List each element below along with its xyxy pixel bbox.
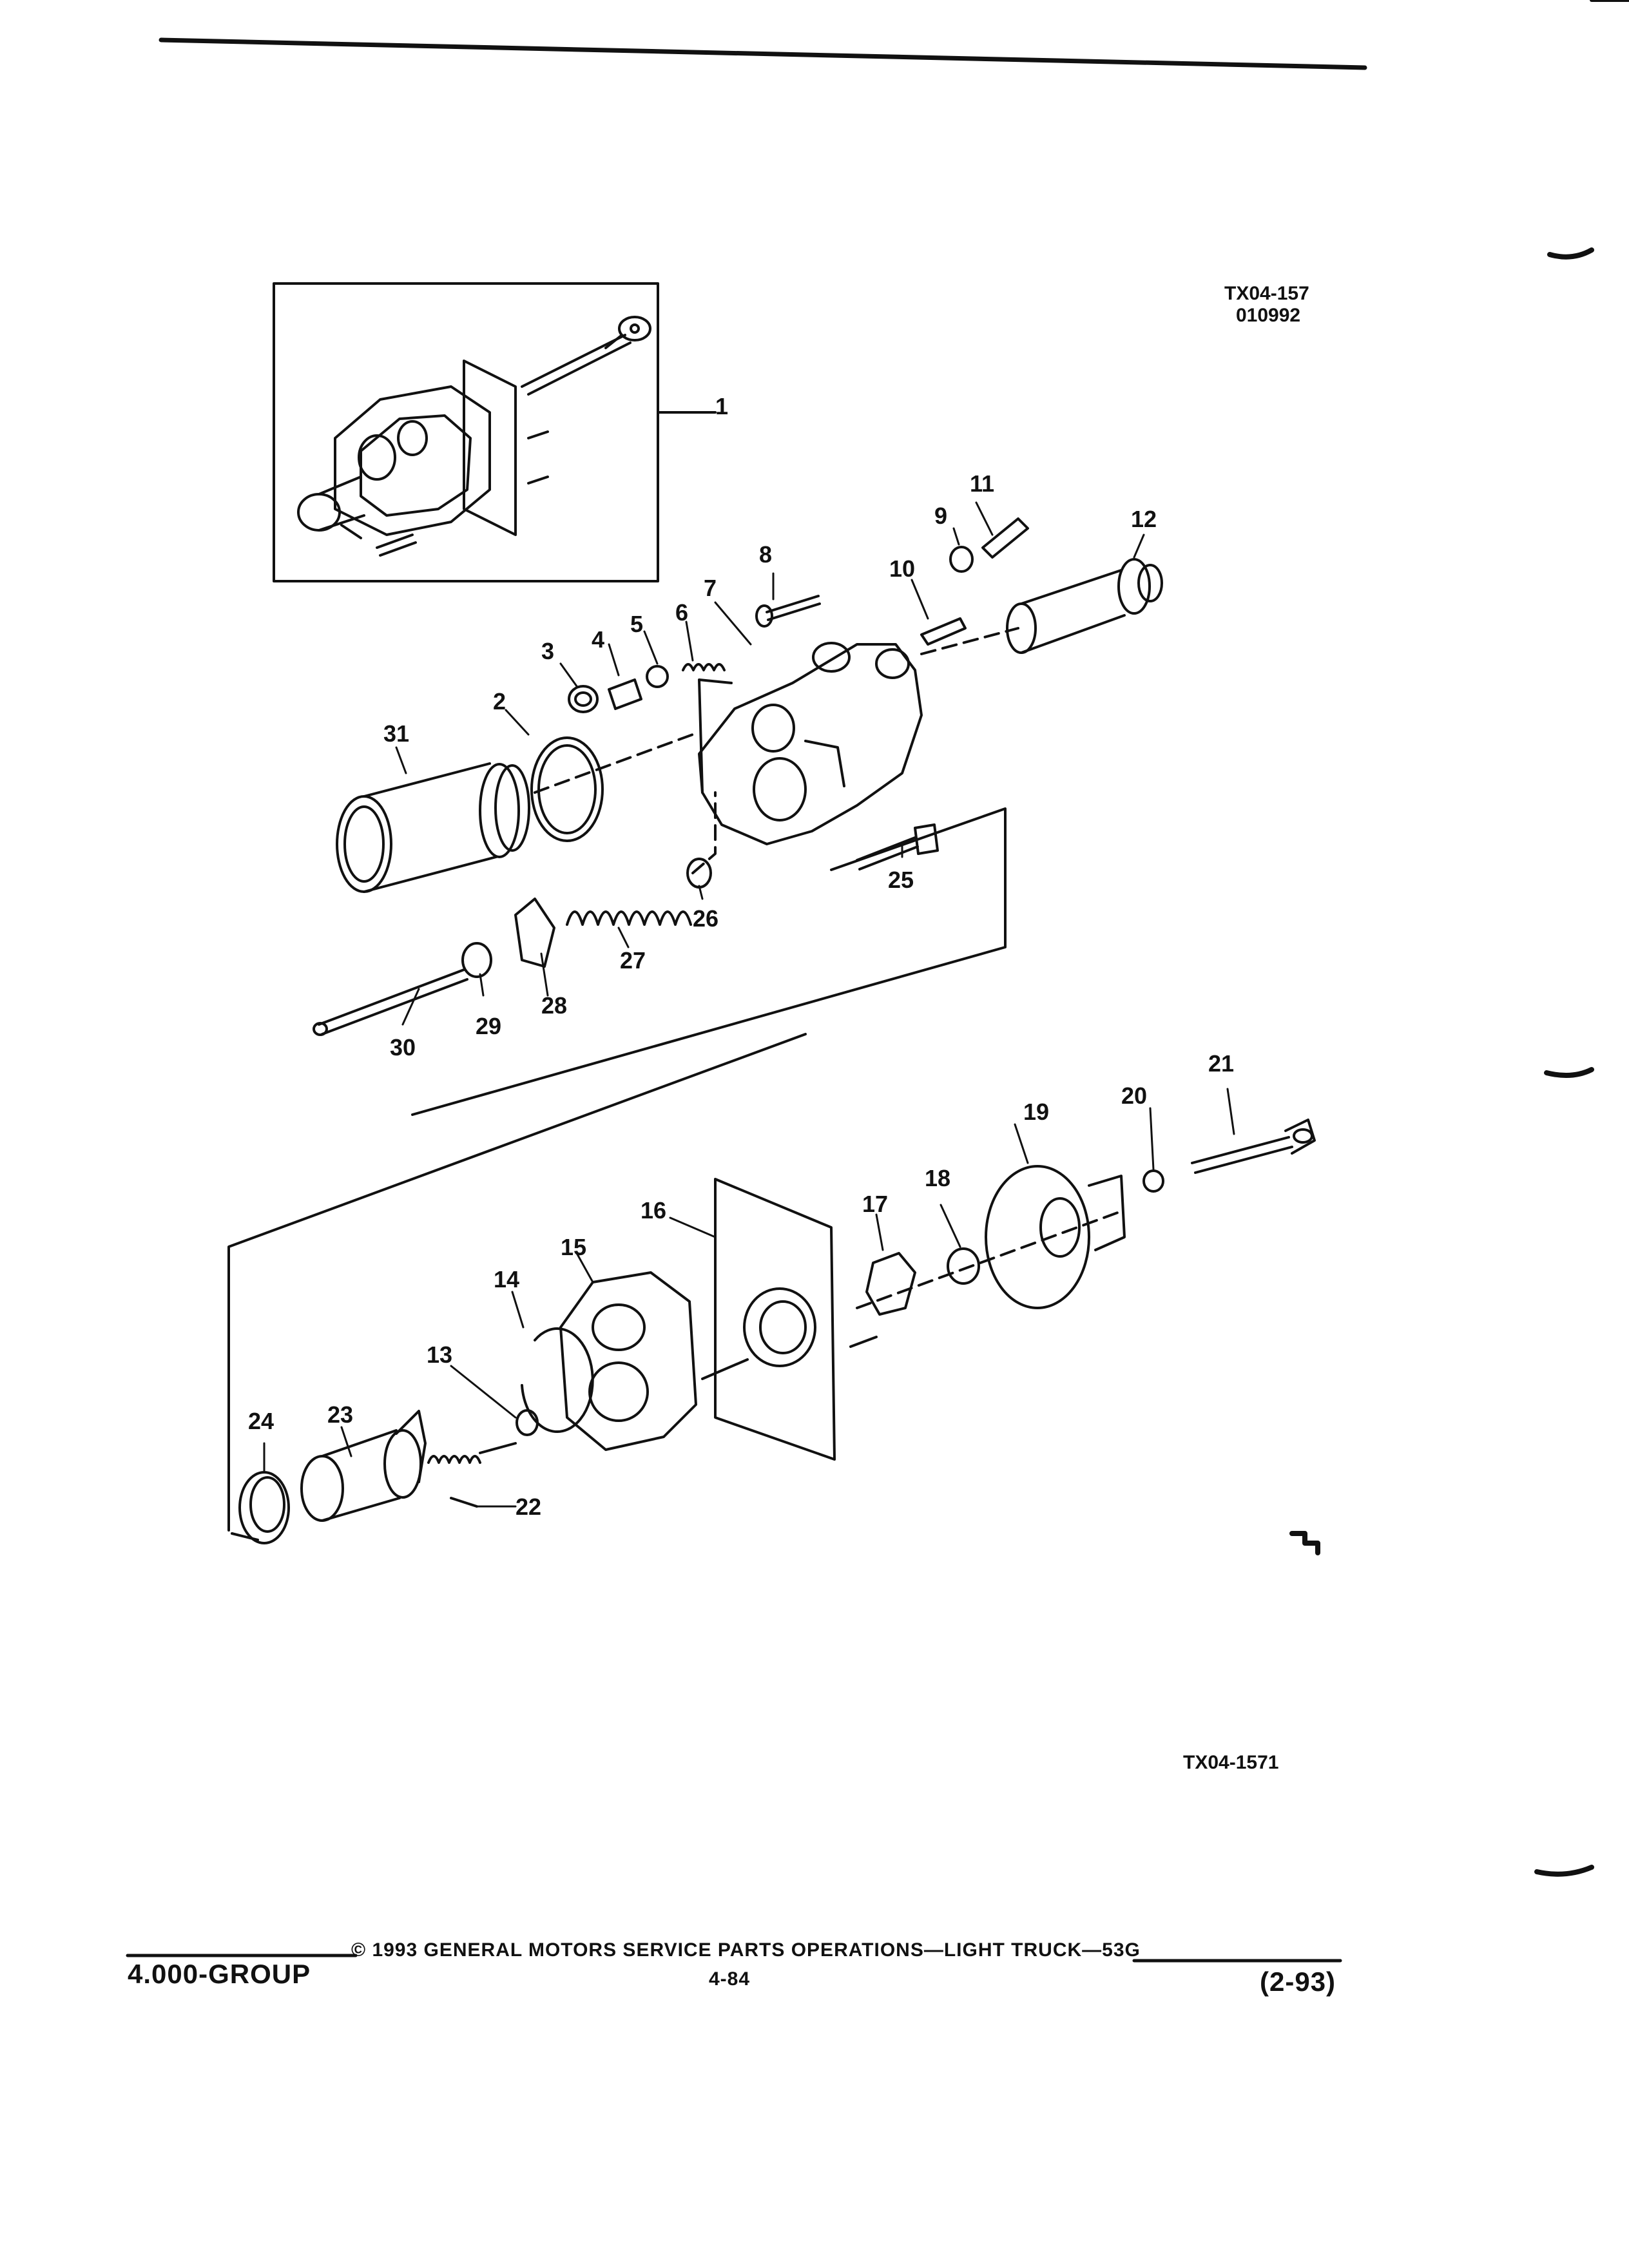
callout-21: 21 <box>1208 1050 1235 1077</box>
callout-6: 6 <box>675 599 689 626</box>
part-24-ring <box>238 1471 290 1544</box>
part-13-ring <box>516 1409 539 1436</box>
callout-2: 2 <box>493 688 506 715</box>
callout-22: 22 <box>516 1494 542 1520</box>
callout-5: 5 <box>630 611 644 637</box>
callout-8: 8 <box>759 541 773 568</box>
binder-mark <box>1544 1067 1594 1078</box>
footer-revision: (2-93) <box>1260 1966 1336 1997</box>
callout-15: 15 <box>561 1234 587 1260</box>
callout-31: 31 <box>383 720 410 747</box>
callout-17: 17 <box>862 1191 889 1217</box>
part-10-fitting <box>920 617 967 646</box>
callout-16: 16 <box>641 1197 667 1224</box>
publisher-logo <box>1289 1531 1320 1555</box>
footer-page-number: 4-84 <box>709 1968 751 1990</box>
part-29-nut <box>461 942 492 978</box>
part-30-rod <box>318 968 468 1035</box>
callout-26: 26 <box>693 905 719 932</box>
leader-lines <box>263 501 1235 1508</box>
callout-23: 23 <box>327 1401 354 1428</box>
part-21-rod <box>1191 1119 1316 1174</box>
inset-figure-code: TX04-157 <box>1224 283 1309 304</box>
inset-assembly-box <box>273 282 717 582</box>
callout-24: 24 <box>248 1408 275 1434</box>
callout-9: 9 <box>934 503 948 529</box>
callout-4: 4 <box>592 626 605 653</box>
part-8-screw <box>766 595 821 621</box>
part-16-plate <box>701 1178 836 1461</box>
part-19-flange <box>985 1165 1126 1309</box>
part-11-fitting <box>981 517 1029 559</box>
part-31-cylinder <box>336 762 530 893</box>
part-9-ring <box>949 546 974 573</box>
part-7-housing <box>698 642 923 845</box>
binder-mark <box>1547 247 1594 260</box>
top-rule <box>159 37 1367 70</box>
part-14-snapring <box>521 1327 594 1434</box>
callout-30: 30 <box>390 1034 416 1061</box>
axis-line <box>920 627 1019 655</box>
part-15-body <box>559 1271 697 1451</box>
group-outline <box>411 678 1007 1116</box>
callout-27: 27 <box>620 947 646 974</box>
part-3-washer <box>568 685 599 713</box>
callout-20: 20 <box>1121 1082 1148 1109</box>
callout-19: 19 <box>1023 1099 1050 1125</box>
part-17-nut <box>865 1252 916 1316</box>
callout-28: 28 <box>541 992 568 1019</box>
callout-29: 29 <box>476 1013 502 1039</box>
callout-11: 11 <box>970 470 995 497</box>
part-4-valve <box>608 678 642 710</box>
callout-1: 1 <box>715 393 729 419</box>
callout-18: 18 <box>925 1165 951 1191</box>
part-23-sleeve <box>300 1410 427 1522</box>
part-27-spring <box>566 910 692 926</box>
callout-14: 14 <box>494 1266 520 1293</box>
callout-13: 13 <box>427 1341 453 1368</box>
part-20-ring <box>1142 1169 1164 1193</box>
binder-mark <box>1534 1865 1594 1877</box>
main-figure-code: TX04-1571 <box>1183 1752 1279 1773</box>
part-26-washer <box>686 858 712 889</box>
part-2-ring <box>530 736 604 842</box>
inset-figure-date: 010992 <box>1236 305 1301 326</box>
part-22-pin <box>450 1497 478 1508</box>
part-18-ring <box>947 1247 980 1285</box>
part-28-plate <box>514 898 555 968</box>
footer-group: 4.000-GROUP <box>128 1959 311 1989</box>
part-6-spring <box>682 663 726 671</box>
axis-line <box>534 733 717 874</box>
part-12-shaft <box>1006 558 1163 654</box>
part-5-ring <box>646 665 669 688</box>
callout-7: 7 <box>704 575 717 601</box>
callout-3: 3 <box>541 638 555 664</box>
callout-10: 10 <box>889 555 916 582</box>
footer-copyright: © 1993 GENERAL MOTORS SERVICE PARTS OPER… <box>351 1939 1141 1961</box>
callout-25: 25 <box>888 867 914 893</box>
callout-12: 12 <box>1131 506 1157 532</box>
